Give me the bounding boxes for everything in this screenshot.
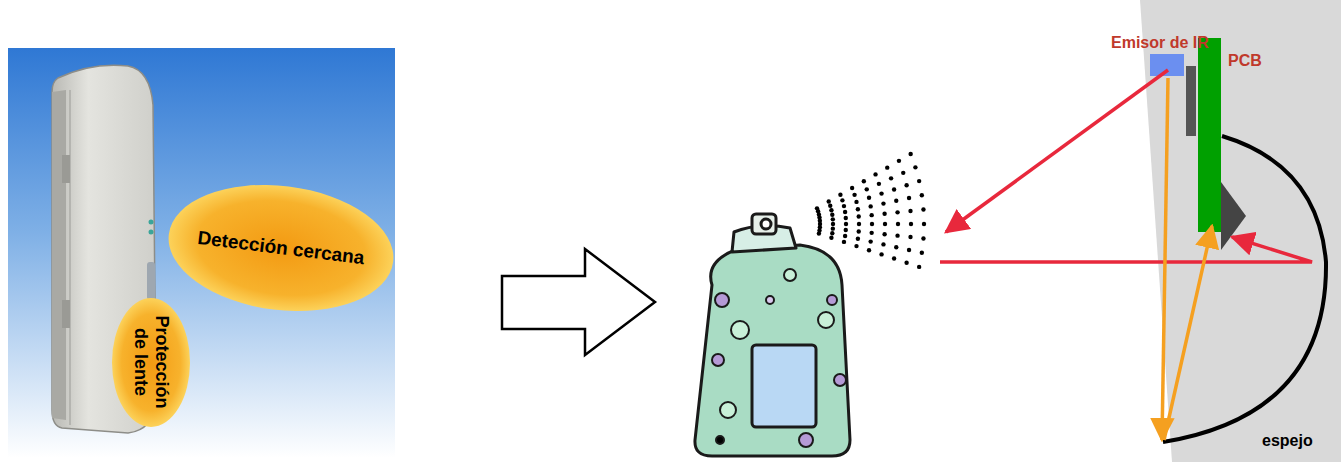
mist-dot bbox=[869, 231, 873, 235]
mist-dot bbox=[907, 196, 911, 200]
emitter-label: Emisor de IR bbox=[1111, 34, 1209, 52]
spray-mist bbox=[815, 152, 926, 269]
mist-dot bbox=[917, 179, 921, 183]
mist-dot bbox=[817, 231, 821, 235]
zone-ellipse-fill bbox=[112, 298, 190, 427]
mist-dot bbox=[881, 201, 885, 205]
mist-dot bbox=[868, 204, 872, 208]
mist-dot bbox=[831, 226, 835, 230]
pcb-board bbox=[1198, 38, 1221, 232]
mist-dot bbox=[852, 193, 856, 197]
mist-dot bbox=[885, 165, 889, 169]
mist-dot bbox=[897, 159, 901, 163]
zone-ellipse-fill bbox=[161, 173, 400, 324]
mist-dot bbox=[854, 244, 858, 248]
mist-dot bbox=[850, 186, 854, 190]
mist-dot bbox=[844, 216, 848, 220]
mist-dot bbox=[865, 187, 869, 191]
mist-dot bbox=[921, 207, 925, 211]
mist-dot bbox=[908, 209, 912, 213]
mist-dot bbox=[889, 176, 893, 180]
mist-dot bbox=[831, 217, 835, 221]
mist-dot bbox=[843, 210, 847, 214]
mist-dot bbox=[920, 193, 924, 197]
mist-dot bbox=[895, 233, 899, 237]
mist-dot bbox=[908, 235, 912, 239]
mist-dot bbox=[868, 239, 872, 243]
detection-zone: Detección cercana bbox=[161, 173, 400, 324]
mist-dot bbox=[913, 165, 917, 169]
mist-dot bbox=[831, 222, 835, 226]
mist-dot bbox=[895, 210, 899, 214]
mirror bbox=[1163, 136, 1326, 442]
mist-dot bbox=[842, 204, 846, 208]
mist-dot bbox=[856, 207, 860, 211]
lens-protection-zone: Protección de lente bbox=[112, 298, 190, 427]
mist-dot bbox=[844, 222, 848, 226]
mist-dot bbox=[882, 232, 886, 236]
mist-dot bbox=[904, 261, 908, 265]
mist-dot bbox=[856, 237, 860, 241]
mist-dot bbox=[908, 152, 912, 156]
mist-dot bbox=[842, 240, 846, 244]
mist-dot bbox=[830, 231, 834, 235]
mist-dot bbox=[879, 191, 883, 195]
mist-dot bbox=[844, 228, 848, 232]
mist-dot bbox=[854, 200, 858, 204]
mist-dot bbox=[894, 199, 898, 203]
mist-dot bbox=[867, 248, 871, 252]
mist-dot bbox=[829, 236, 833, 240]
mist-dot bbox=[881, 242, 885, 246]
mist-dot bbox=[921, 236, 925, 240]
mist-dot bbox=[892, 187, 896, 191]
mist-dot bbox=[857, 229, 861, 233]
mist-dot bbox=[907, 248, 911, 252]
mist-dot bbox=[829, 208, 833, 212]
spray-can bbox=[695, 214, 850, 456]
mist-dot bbox=[873, 172, 877, 176]
ir-rays bbox=[940, 70, 1312, 440]
mist-dot bbox=[894, 245, 898, 249]
mist-dot bbox=[857, 222, 861, 226]
mist-dot bbox=[879, 252, 883, 256]
mist-dot bbox=[896, 222, 900, 226]
mist-dot bbox=[830, 213, 834, 217]
mist-dot bbox=[827, 199, 831, 203]
mist-dot bbox=[920, 251, 924, 255]
housing bbox=[1140, 0, 1341, 462]
mist-dot bbox=[840, 198, 844, 202]
zone-label: Protección de lente bbox=[130, 315, 171, 408]
mist-dot bbox=[838, 193, 842, 197]
mist-dot bbox=[892, 256, 896, 260]
mist-dot bbox=[867, 196, 871, 200]
mist-dot bbox=[883, 222, 887, 226]
mist-dot bbox=[843, 234, 847, 238]
mist-dot bbox=[869, 213, 873, 217]
mist-dot bbox=[909, 222, 913, 226]
mist-dot bbox=[922, 222, 926, 226]
mist-dot bbox=[904, 183, 908, 187]
mist-dot bbox=[917, 265, 921, 269]
mist-dot bbox=[862, 179, 866, 183]
ir-sensor-chip bbox=[1186, 66, 1196, 136]
mist-dot bbox=[828, 204, 832, 208]
mist-dot bbox=[870, 222, 874, 226]
mist-dot bbox=[877, 182, 881, 186]
hollow-arrow bbox=[502, 249, 655, 355]
mist-dot bbox=[882, 212, 886, 216]
mirror-label: espejo bbox=[1262, 432, 1313, 450]
pcb-label: PCB bbox=[1228, 52, 1262, 70]
mist-dot bbox=[901, 171, 905, 175]
mist-dot bbox=[857, 214, 861, 218]
